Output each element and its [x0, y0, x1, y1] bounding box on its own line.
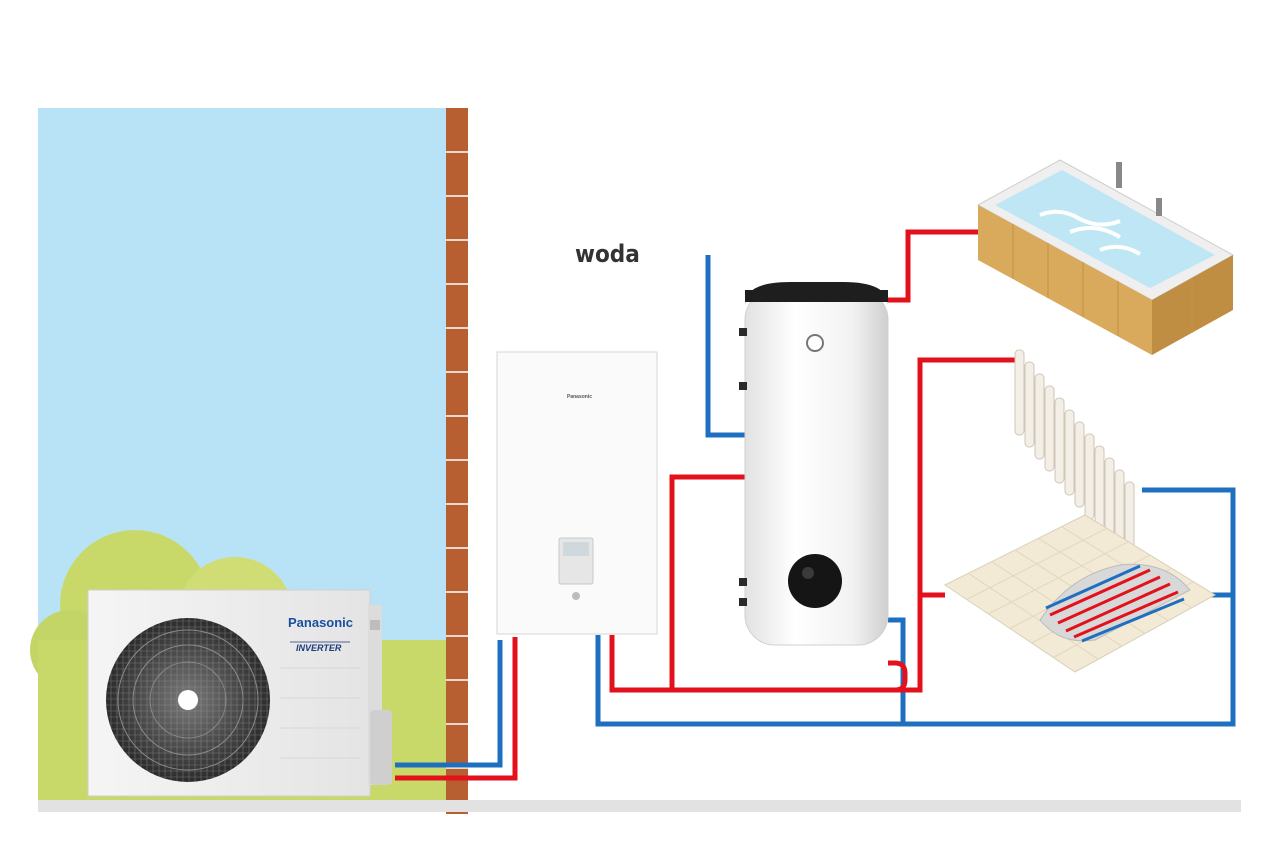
underfloor-heating — [944, 514, 1216, 673]
inspection-flange — [788, 554, 842, 608]
radiator-fin — [1094, 445, 1105, 532]
outdoor-brand: Panasonic — [288, 615, 353, 630]
bathtub — [976, 159, 1235, 355]
thermometer-gauge — [806, 334, 824, 352]
radiator-fin — [1054, 397, 1065, 484]
outdoor-heat-pump-unit: Panasonic INVERTER — [87, 589, 392, 797]
hot-water-cylinder — [739, 282, 889, 646]
radiator-fin — [1014, 349, 1025, 436]
faucet — [1116, 162, 1122, 188]
brick-wall — [446, 108, 468, 814]
water-label: woda — [575, 240, 640, 268]
radiator-fin — [1084, 433, 1095, 520]
ground-line — [38, 800, 1241, 812]
radiator-fin — [1074, 421, 1085, 508]
radiator-fin — [1044, 385, 1055, 472]
radiator-fin — [1034, 373, 1045, 460]
hot-pipes — [395, 229, 1020, 781]
radiator-fin — [1024, 361, 1035, 448]
radiator-fin — [1064, 409, 1075, 496]
indoor-hydrobox-unit: Panasonic — [496, 351, 658, 635]
heating-coils — [1045, 564, 1185, 643]
outdoor-series: INVERTER — [296, 643, 342, 653]
indoor-brand: Panasonic — [567, 394, 592, 400]
